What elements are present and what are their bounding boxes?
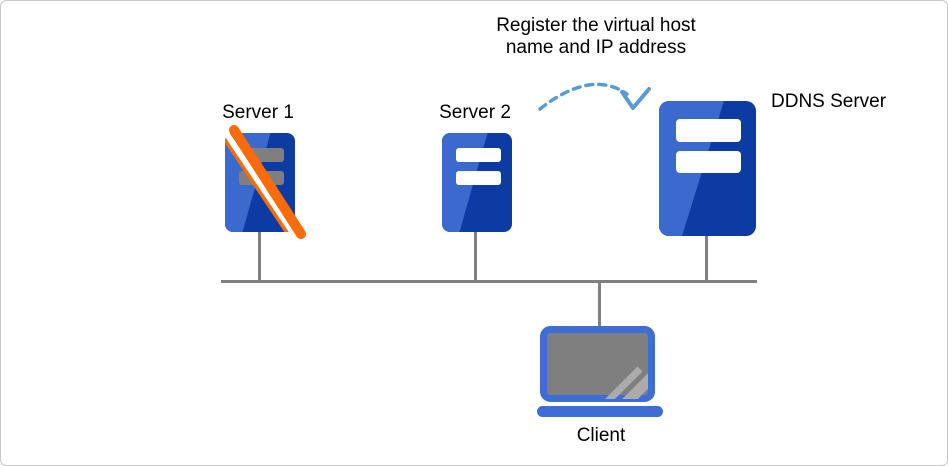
ddns-server-label: DDNS Server	[771, 91, 887, 112]
annotation-line1: Register the virtual host	[496, 15, 696, 36]
disabled-slash-icon	[223, 125, 306, 239]
register-arrow-svg	[538, 82, 651, 111]
network-stub-server1	[258, 232, 261, 280]
network-stub-server2	[474, 232, 477, 280]
client-label: Client	[576, 425, 626, 446]
network-stub-client	[598, 282, 601, 328]
client-laptop-icon	[534, 321, 666, 421]
network-stub-ddns	[705, 236, 708, 280]
screen-reflection-stripes	[605, 366, 648, 399]
server1-icon	[223, 125, 306, 239]
annotation-line2: name and IP address	[505, 37, 687, 58]
server2-label: Server 2	[439, 102, 511, 123]
client-laptop-icon-svg	[537, 326, 663, 417]
register-arrow-icon	[531, 71, 661, 121]
server2-icon-svg	[442, 133, 512, 232]
ddns-server-icon	[659, 101, 756, 236]
annotation-register: Register the virtual host name and IP ad…	[451, 15, 741, 59]
server1-label: Server 1	[222, 102, 294, 123]
server2-icon	[442, 133, 512, 232]
ddns-server-icon-svg	[659, 101, 756, 236]
network-bus-line	[221, 280, 757, 283]
server1-icon-svg	[223, 125, 306, 239]
